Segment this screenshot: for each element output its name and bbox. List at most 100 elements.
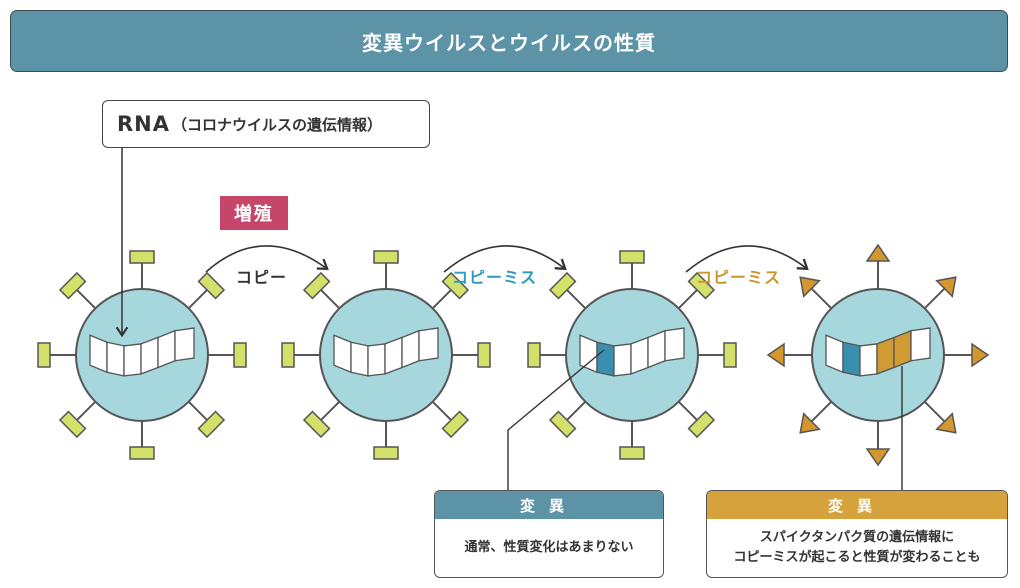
rna-segment xyxy=(842,341,861,377)
mutated-spike-arrow xyxy=(799,412,821,434)
mutated-spike-arrow xyxy=(799,276,821,298)
spike-stem xyxy=(187,289,208,310)
rna-strand xyxy=(579,327,685,377)
spike-head xyxy=(129,250,155,264)
spike-head xyxy=(37,342,51,368)
step-label-copy-miss-2: コピーミス xyxy=(696,268,782,287)
rna-segment xyxy=(106,341,125,377)
spike-head xyxy=(441,410,470,439)
rna-segment xyxy=(910,327,931,362)
virus-2 xyxy=(281,250,491,460)
spike-stem xyxy=(76,400,97,421)
spike-head xyxy=(687,410,716,439)
rna-label-main: RNA xyxy=(117,112,170,136)
rna-segment xyxy=(367,343,386,377)
mutation-note-spike-body: スパイクタンパク質の遺伝情報に コピーミスが起こると性質が変わることも xyxy=(707,519,1007,577)
rna-segment xyxy=(630,336,649,375)
rna-segment xyxy=(859,343,878,377)
spike-stem xyxy=(677,400,698,421)
mutation-note-spike-line-2: コピーミスが起こると性質が変わることも xyxy=(733,550,981,565)
rna-segment xyxy=(350,341,369,377)
virus-4 xyxy=(766,243,990,467)
rna-segment xyxy=(825,334,844,374)
rna-segment xyxy=(613,343,632,377)
rna-segment xyxy=(174,327,195,362)
mutated-spike-arrow xyxy=(766,342,785,368)
mutation-note-normal: 変異 通常、性質変化はあまりない xyxy=(434,490,664,578)
spike-head xyxy=(58,271,87,300)
spike-head xyxy=(723,342,737,368)
spike-head xyxy=(619,250,645,264)
spike-head xyxy=(527,342,541,368)
spike-head xyxy=(302,410,331,439)
spike-head xyxy=(441,271,470,300)
rna-segment xyxy=(157,329,176,369)
mutation-callout-line-1 xyxy=(507,349,605,490)
virus-1 xyxy=(37,250,247,460)
spike-head xyxy=(373,250,399,264)
spike-stem xyxy=(76,289,97,310)
spike-stem xyxy=(677,289,698,310)
mutated-spike-arrow xyxy=(865,448,891,467)
mutation-note-spike: 変異 スパイクタンパク質の遺伝情報に コピーミスが起こると性質が変わることも xyxy=(706,490,1008,578)
rna-strand xyxy=(333,327,439,377)
spike-head xyxy=(197,271,226,300)
rna-label-box: RNA （コロナウイルスの遺伝情報） xyxy=(102,100,430,148)
copy-miss-arrow-1 xyxy=(443,245,567,273)
rna-segment xyxy=(418,327,439,362)
spike-head xyxy=(548,410,577,439)
rna-segment xyxy=(123,343,142,377)
rna-segment xyxy=(384,336,403,375)
spike-head xyxy=(477,342,491,368)
spike-head xyxy=(233,342,247,368)
spike-head xyxy=(373,446,399,460)
rna-label-sub: （コロナウイルスの遺伝情報） xyxy=(172,115,383,134)
rna-segment xyxy=(647,329,666,369)
spike-head xyxy=(619,446,645,460)
mutation-note-normal-header: 変異 xyxy=(435,491,663,519)
spike-stem xyxy=(923,287,946,310)
step-label-copy: コピー xyxy=(236,268,288,287)
rna-segment xyxy=(876,336,895,375)
spike-head xyxy=(548,271,577,300)
spike-head xyxy=(129,446,155,460)
rna-segment xyxy=(333,334,352,374)
mutated-spike-arrow xyxy=(971,342,990,368)
rna-strand xyxy=(89,327,195,377)
spike-head xyxy=(197,410,226,439)
spike-stem xyxy=(187,400,208,421)
spike-stem xyxy=(566,289,587,310)
spike-head xyxy=(687,271,716,300)
step-label-copy-miss-1: コピーミス xyxy=(452,268,538,287)
rna-segment xyxy=(664,327,685,362)
spike-stem xyxy=(566,400,587,421)
proliferation-badge: 増殖 xyxy=(220,196,288,230)
spike-stem xyxy=(320,289,341,310)
mutated-spike-arrow xyxy=(935,412,957,434)
spike-stem xyxy=(810,400,833,423)
mutated-spike-arrow xyxy=(935,276,957,298)
rna-segment xyxy=(89,334,108,374)
virus-3 xyxy=(527,250,737,460)
spike-stem xyxy=(431,289,452,310)
rna-segment xyxy=(893,329,912,369)
rna-strand xyxy=(825,327,931,377)
mutated-spike-arrow xyxy=(865,243,891,262)
copy-miss-arrow-2 xyxy=(685,245,809,273)
mutation-note-spike-line-1: スパイクタンパク質の遺伝情報に xyxy=(759,530,955,545)
spike-stem xyxy=(320,400,341,421)
spike-head xyxy=(302,271,331,300)
rna-segment xyxy=(596,341,615,377)
spike-stem xyxy=(431,400,452,421)
rna-segment xyxy=(140,336,159,375)
rna-segment xyxy=(579,334,598,374)
copy-arrow xyxy=(205,245,329,273)
spike-stem xyxy=(923,400,946,423)
rna-segment xyxy=(401,329,420,369)
spike-stem xyxy=(810,287,833,310)
mutation-note-spike-header: 変異 xyxy=(707,491,1007,519)
spike-head xyxy=(281,342,295,368)
page-title: 変異ウイルスとウイルスの性質 xyxy=(10,10,1008,72)
